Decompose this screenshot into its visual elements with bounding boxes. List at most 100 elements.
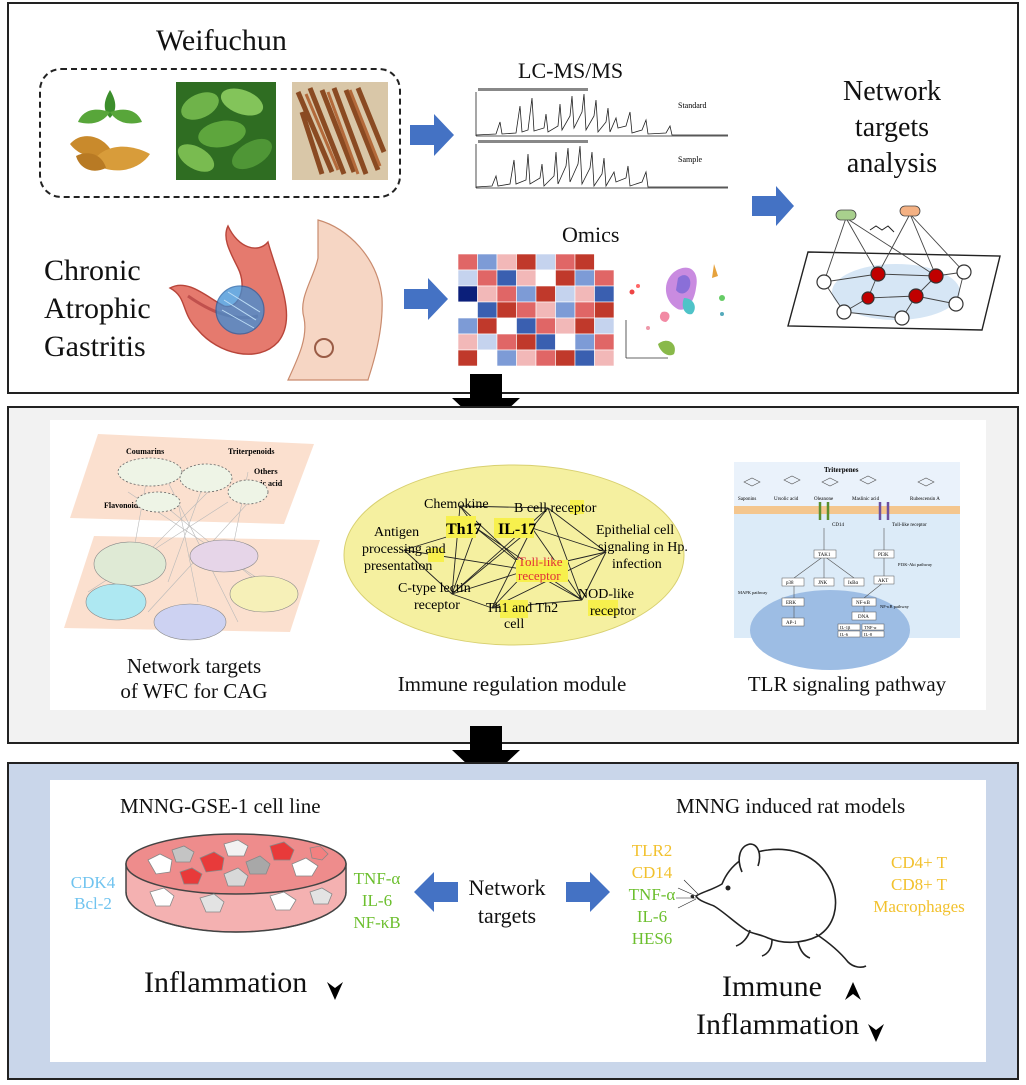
marker-nfkb-cell: NF-κB bbox=[353, 913, 401, 932]
left-caption: Network targets of WFC for CAG bbox=[74, 654, 314, 704]
heatmap-cell bbox=[535, 285, 556, 303]
omics-umap bbox=[625, 264, 725, 359]
tlr-node-il8: IL-8 bbox=[864, 632, 873, 637]
marker-tnfa-cell: TNF-α bbox=[353, 869, 401, 888]
heatmap-cell bbox=[594, 317, 615, 335]
group-others: Others bbox=[254, 467, 278, 476]
tlr-node-il6: IL-6 bbox=[840, 632, 849, 637]
arrow-to-network bbox=[752, 186, 794, 226]
group-flavonoids: Flavonoids bbox=[104, 501, 141, 510]
cell-markers-green: TNF-α IL-6 NF-κB bbox=[346, 868, 408, 934]
tlr-node-mapk-pathway: MAPK pathway bbox=[738, 590, 768, 595]
omics-title: Omics bbox=[562, 222, 620, 247]
tlr-node-pi3k: PI3K bbox=[878, 553, 889, 558]
heatmap-cell bbox=[496, 269, 517, 287]
heatmap-cell bbox=[496, 317, 517, 335]
node-th1-2: cell bbox=[504, 617, 524, 632]
compound-4: Maslinic acid bbox=[852, 497, 880, 502]
rat-markers-right: CD4+ T CD8+ T Macrophages bbox=[862, 852, 976, 918]
arrow-to-rat bbox=[566, 872, 610, 912]
node-nod-2: receptor bbox=[590, 604, 636, 619]
heatmap-cell bbox=[555, 333, 576, 351]
network-analysis-line-2: targets bbox=[854, 112, 930, 143]
marker-cd14: CD14 bbox=[631, 863, 673, 882]
center-line-1: Network bbox=[468, 875, 546, 900]
rat-result-immune: Immune bbox=[722, 970, 822, 1005]
node-th1-1: Th1 and Th2 bbox=[486, 601, 558, 616]
marker-cdk4: CDK4 bbox=[70, 873, 116, 892]
marker-tlr2: TLR2 bbox=[631, 841, 673, 860]
center-line-2: targets bbox=[477, 903, 537, 928]
heatmap-cell bbox=[535, 317, 556, 335]
stomach-illustration bbox=[168, 219, 383, 381]
heatmap-cell bbox=[516, 253, 537, 271]
heatmap-cell bbox=[555, 253, 576, 271]
heatmap-cell bbox=[574, 333, 595, 351]
heatmap-cell bbox=[496, 333, 517, 351]
heatmap-cell bbox=[477, 333, 498, 351]
marker-cd4: CD4+ T bbox=[890, 853, 948, 872]
down-arrowhead-rat bbox=[868, 1024, 884, 1042]
arrow-to-cell bbox=[414, 872, 458, 912]
network-analysis-line-3: analysis bbox=[846, 148, 938, 179]
tlr-node-cd14: CD14 bbox=[832, 523, 844, 528]
heatmap-cell bbox=[594, 269, 615, 287]
heatmap-cell bbox=[594, 285, 615, 303]
heatmap-cell bbox=[457, 253, 478, 271]
heatmap-cell bbox=[594, 333, 615, 351]
flow-arrow-1 bbox=[452, 374, 520, 430]
heatmap-cell bbox=[555, 349, 576, 367]
herb-image-3 bbox=[292, 82, 388, 180]
rat-title: MNNG induced rat models bbox=[676, 794, 906, 818]
wfc-cag-network: Coumarins Triterpenoids Others Organic a… bbox=[64, 434, 320, 641]
compound-5: Rubescensin A bbox=[910, 497, 940, 502]
heatmap-cell bbox=[574, 317, 595, 335]
heatmap-cell bbox=[496, 285, 517, 303]
disease-line-3: Gastritis bbox=[44, 330, 146, 363]
disease-line-1: Chronic bbox=[44, 254, 141, 287]
network-analysis-line-1: Network bbox=[843, 76, 941, 107]
heatmap-cell bbox=[516, 269, 537, 287]
heatmap-cell bbox=[496, 253, 517, 271]
heatmap-cell bbox=[457, 349, 478, 367]
lcms-standard-label: Standard bbox=[678, 101, 706, 110]
group-triterpenoids: Triterpenoids bbox=[228, 447, 275, 456]
heatmap-cell bbox=[555, 301, 576, 319]
heatmap-cell bbox=[574, 269, 595, 287]
cell-result-label: Inflammation bbox=[144, 966, 307, 1001]
rat-result-inflammation: Inflammation bbox=[696, 1008, 859, 1043]
heatmap-cell bbox=[516, 285, 537, 303]
heatmap-cell bbox=[574, 253, 595, 271]
group-coumarins: Coumarins bbox=[126, 447, 164, 456]
compound-2: Ursolic acid bbox=[774, 497, 799, 502]
rat-markers-left: TLR2 CD14 TNF-α IL-6 HES6 bbox=[620, 840, 684, 950]
rat-result-immune-text: Immune bbox=[722, 970, 822, 1003]
heatmap-cell bbox=[594, 253, 615, 271]
heatmap-cell bbox=[535, 349, 556, 367]
heatmap-cell bbox=[457, 301, 478, 319]
tlr-node-jnk: JNK bbox=[818, 581, 828, 586]
heatmap-cell bbox=[457, 333, 478, 351]
left-caption-line-2: of WFC for CAG bbox=[120, 679, 268, 703]
network-targets-center: Network targets bbox=[452, 874, 562, 930]
tlr-pathway-diagram: Triterpenes Saponins Ursolic acid Oleano… bbox=[734, 462, 960, 670]
heatmap-cell bbox=[496, 301, 517, 319]
node-antigen-1: Antigen bbox=[374, 525, 419, 540]
tlr-node-dna: DNA bbox=[858, 615, 869, 620]
tlr-node-erk: ERK bbox=[786, 601, 796, 606]
marker-il6-rat: IL-6 bbox=[636, 907, 668, 926]
network-analysis-title: Network targets analysis bbox=[822, 74, 962, 182]
node-il17: IL-17 bbox=[498, 521, 536, 538]
node-epithelial-2: signaling in Hp. bbox=[598, 540, 688, 555]
marker-macrophages: Macrophages bbox=[873, 897, 965, 916]
heatmap-cell bbox=[516, 301, 537, 319]
marker-il6-cell: IL-6 bbox=[361, 891, 393, 910]
rat-result-inflammation-text: Inflammation bbox=[696, 1008, 860, 1041]
tlr-node-receptor: Toll-like receptor bbox=[892, 523, 927, 528]
node-nod-1: NOD-like bbox=[578, 587, 634, 602]
up-arrowhead-rat bbox=[845, 982, 861, 1000]
marker-bcl2: Bcl-2 bbox=[74, 894, 112, 913]
middle-caption: Immune regulation module bbox=[397, 672, 627, 696]
arrow-disease-to-omics bbox=[404, 278, 448, 320]
heatmap-cell bbox=[477, 301, 498, 319]
